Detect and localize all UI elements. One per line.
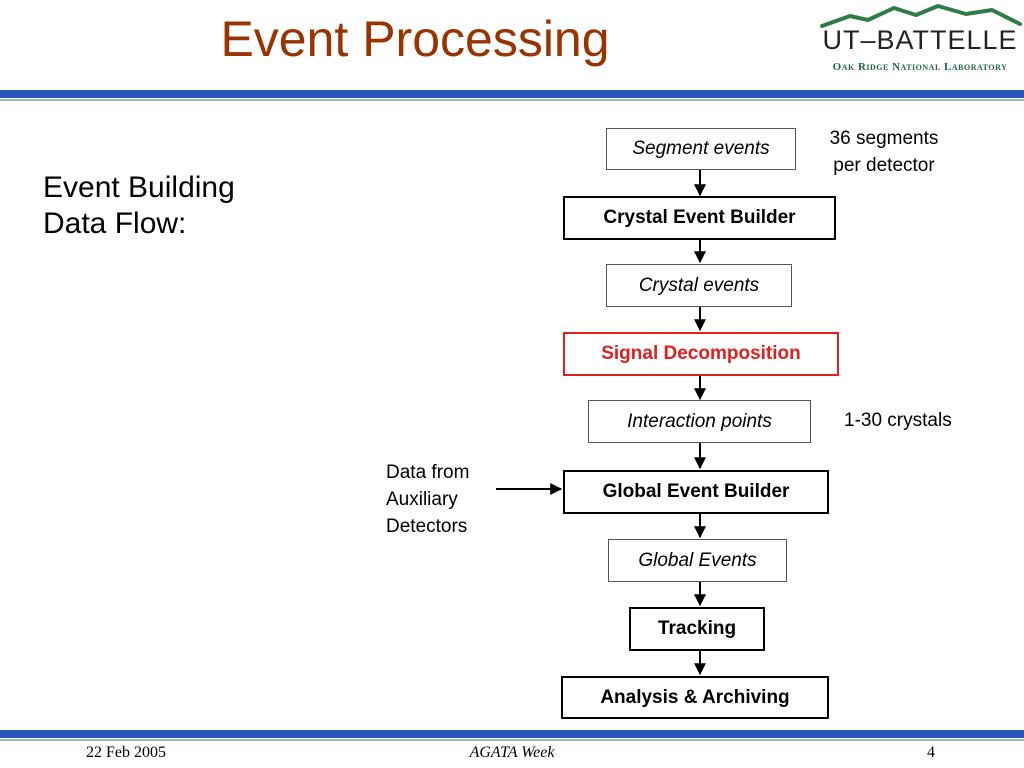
segments-note-line-2: per detector: [833, 155, 935, 176]
global-events-box: Global Events: [608, 539, 787, 582]
signal-decomposition-box: Signal Decomposition: [563, 332, 839, 376]
aux-note-line-2: Auxiliary: [386, 489, 458, 510]
footer-date: 22 Feb 2005: [86, 744, 166, 761]
header-rule: [0, 90, 1024, 98]
analysis-archiving-box: Analysis & Archiving: [561, 676, 829, 719]
auxiliary-detectors-note: Data from Auxiliary Detectors: [386, 459, 469, 540]
crystals-note: 1-30 crystals: [844, 410, 952, 431]
interaction-points-box: Interaction points: [588, 400, 811, 443]
page-number: 4: [927, 744, 935, 761]
header-rule-thin: [0, 99, 1024, 101]
crystal-events-box: Crystal events: [606, 264, 792, 307]
subtitle-line-1: Event Building: [43, 171, 235, 204]
crystal-event-builder-box: Crystal Event Builder: [563, 196, 836, 240]
footer-rule: [0, 730, 1024, 738]
ut-battelle-logo: UT–BATTELLE Oak Ridge National Laborator…: [816, 2, 1024, 76]
global-event-builder-box: Global Event Builder: [563, 470, 829, 514]
logo-name: UT–BATTELLE: [822, 25, 1018, 55]
slide-subtitle: Event Building Data Flow:: [43, 170, 235, 242]
subtitle-line-2: Data Flow:: [43, 207, 187, 240]
footer-event: AGATA Week: [469, 744, 555, 761]
tracking-box: Tracking: [629, 607, 765, 651]
footer-rule-thin: [0, 739, 1024, 741]
mountain-logo-icon: [820, 4, 1022, 28]
segments-note: 36 segments per detector: [818, 125, 950, 179]
aux-note-line-1: Data from: [386, 462, 470, 483]
logo-subtitle: Oak Ridge National Laboratory: [832, 61, 1008, 73]
aux-note-line-3: Detectors: [386, 516, 468, 537]
segment-events-box: Segment events: [606, 128, 796, 170]
segments-note-line-1: 36 segments: [829, 128, 939, 149]
page-title: Event Processing: [220, 11, 610, 67]
